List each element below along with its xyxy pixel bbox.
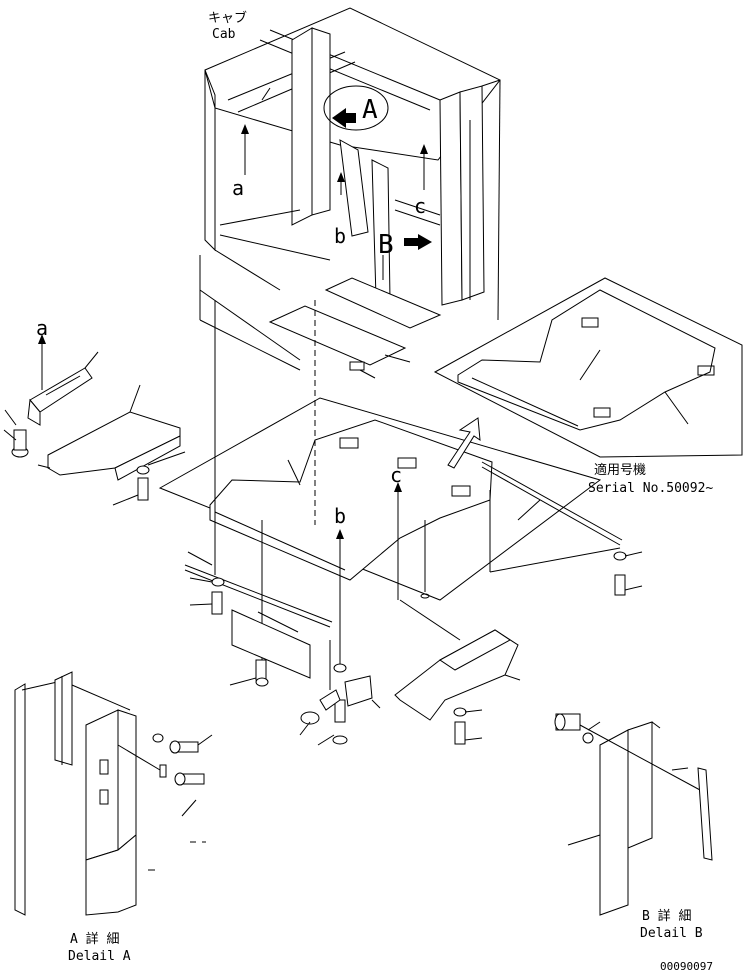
detail-b-drawing bbox=[554, 713, 713, 916]
cab-label-jp: キャブ bbox=[208, 10, 247, 26]
hollow-arrow bbox=[447, 417, 481, 469]
ref-a-left: a bbox=[36, 316, 48, 340]
detail-marker-b: B bbox=[378, 230, 394, 260]
serial-inset bbox=[433, 277, 743, 458]
hatched-arrow-b bbox=[404, 234, 432, 250]
center-lower-parts bbox=[184, 551, 381, 746]
ref-c-floor: c bbox=[390, 463, 402, 487]
detail-b-label-jp: B 詳 細 bbox=[642, 908, 691, 924]
right-parts bbox=[394, 461, 643, 745]
hatched-arrow-a bbox=[332, 108, 356, 128]
ref-a-cab: a bbox=[232, 176, 244, 200]
detail-marker-a: A bbox=[362, 95, 378, 125]
ref-b-cab: b bbox=[334, 224, 346, 248]
cab-label-en: Cab bbox=[212, 27, 236, 42]
detail-a-drawing bbox=[14, 671, 213, 916]
left-front-parts bbox=[3, 334, 186, 506]
detail-a-label-jp: A 詳 細 bbox=[70, 931, 119, 947]
serial-label-en: Serial No.50092~ bbox=[588, 481, 713, 496]
detail-a-label-en: Delail A bbox=[68, 949, 131, 964]
ref-c-cab: c bbox=[414, 194, 426, 218]
ref-b-floor: b bbox=[334, 504, 346, 528]
detail-b-label-en: Delail B bbox=[640, 926, 703, 941]
drawing-number: 00090097 bbox=[660, 960, 713, 973]
serial-label-jp: 適用号機 bbox=[594, 462, 646, 478]
cab-assembly bbox=[199, 7, 501, 379]
